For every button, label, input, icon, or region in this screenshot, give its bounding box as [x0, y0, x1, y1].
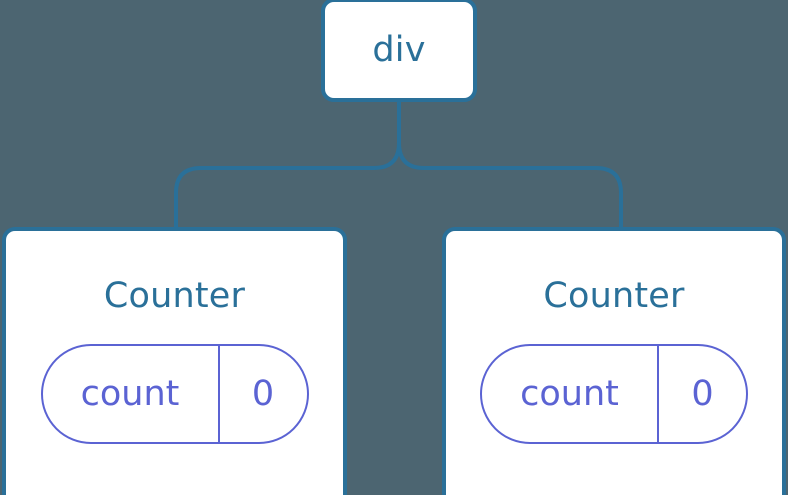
- state-pill-counter-1[interactable]: count 0: [40, 344, 309, 444]
- node-counter-2[interactable]: Counter count 0: [442, 227, 786, 495]
- edge-root-to-child-2: [397, 102, 623, 229]
- node-counter-1[interactable]: Counter count 0: [2, 227, 347, 495]
- state-pill-counter-2[interactable]: count 0: [480, 344, 748, 444]
- state-key-count-2: count: [482, 346, 659, 442]
- node-div[interactable]: div: [321, 0, 477, 102]
- state-value-count-1: 0: [251, 373, 275, 414]
- state-key-count-1: count: [43, 346, 220, 442]
- node-counter-1-label: Counter: [103, 276, 246, 316]
- node-div-label: div: [372, 29, 426, 70]
- edge-root-to-child-1: [174, 102, 401, 229]
- state-value-count-2: 0: [691, 373, 714, 414]
- node-counter-2-label: Counter: [543, 276, 685, 316]
